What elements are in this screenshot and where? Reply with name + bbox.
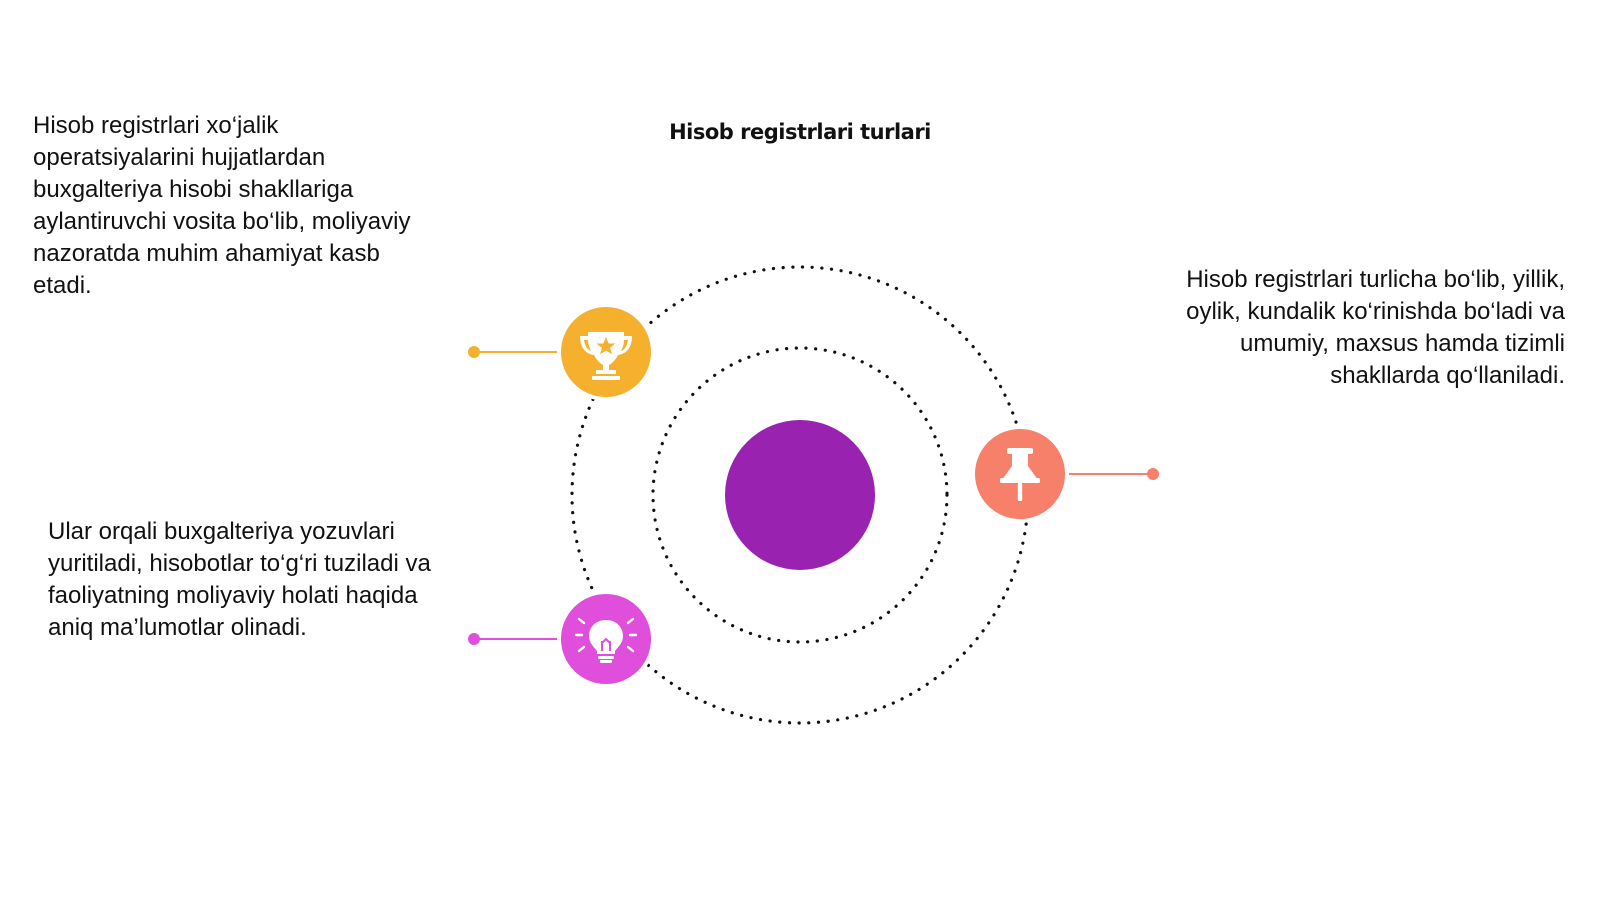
trophy-connector	[468, 346, 565, 358]
pushpin-node	[971, 425, 1069, 523]
pushpin-connector	[1060, 468, 1159, 480]
lightbulb-connector	[468, 633, 565, 645]
description-top-left: Hisob registrlari xo‘jalik operatsiyalar…	[33, 112, 411, 299]
lightbulb-icon	[574, 617, 638, 663]
inner-orbit-ring	[651, 346, 949, 644]
description-right: Hisob registrlari turlicha bo‘lib, yilli…	[1186, 266, 1565, 389]
diagram-title: Hisob registrlari turlari	[669, 120, 931, 144]
description-bottom-left: Ular orqali buxgalteriya yozuvlari yurit…	[48, 518, 431, 641]
pushpin-icon	[1000, 448, 1040, 501]
trophy-node	[557, 303, 655, 401]
lightbulb-node	[557, 590, 655, 688]
trophy-icon	[580, 332, 632, 380]
center-circle	[725, 420, 875, 570]
